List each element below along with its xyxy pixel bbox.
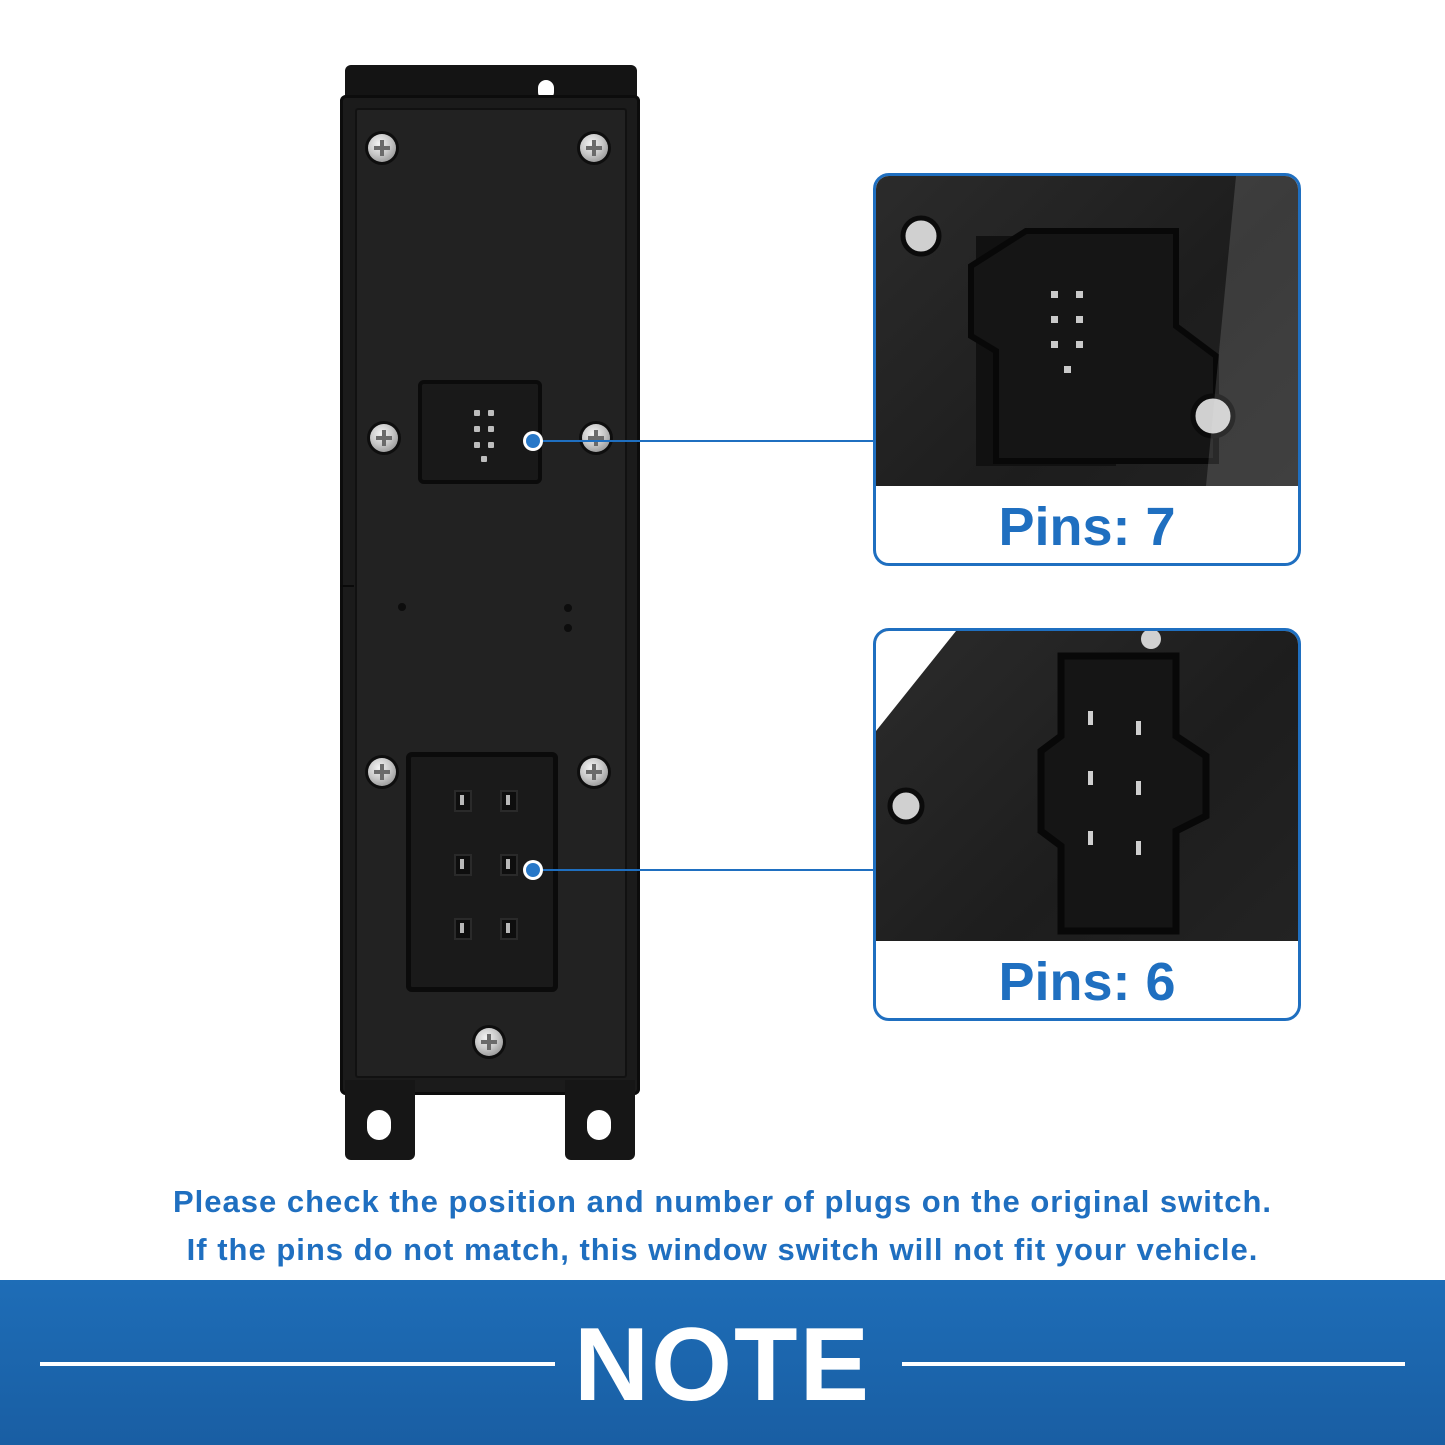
screw-icon bbox=[582, 424, 610, 452]
mount-tab-right bbox=[565, 1080, 635, 1160]
banner-rule-left bbox=[40, 1362, 555, 1366]
connector-pin bbox=[454, 854, 472, 876]
screw-icon bbox=[370, 424, 398, 452]
mount-hole bbox=[367, 1110, 391, 1140]
leader-dot-7 bbox=[526, 434, 540, 448]
banner-rule-right bbox=[902, 1362, 1405, 1366]
connector-pin bbox=[488, 410, 494, 416]
connector-closeup-photo bbox=[876, 631, 1298, 941]
callout-7-pins: Pins: 7 bbox=[873, 173, 1301, 566]
screw-icon bbox=[475, 1028, 503, 1056]
fitment-notice-line-2: If the pins do not match, this window sw… bbox=[186, 1232, 1259, 1267]
indicator-dot bbox=[564, 624, 572, 632]
banner-title: NOTE bbox=[574, 1307, 871, 1423]
connector-pin bbox=[474, 410, 480, 416]
connector-closeup-photo bbox=[876, 176, 1298, 486]
leader-dot-6 bbox=[526, 863, 540, 877]
connector-closeup-7-illustration bbox=[900, 176, 1298, 486]
callout-6-pins: Pins: 6 bbox=[873, 628, 1301, 1021]
connector-closeup-6-illustration bbox=[876, 631, 1210, 935]
connector-pin bbox=[454, 918, 472, 940]
leader-line-7 bbox=[533, 440, 873, 442]
screw-icon bbox=[368, 134, 396, 162]
mount-tab-left bbox=[345, 1080, 415, 1160]
indicator-dot bbox=[564, 604, 572, 612]
note-banner: NOTE bbox=[0, 1280, 1445, 1445]
connector-7-pin bbox=[418, 380, 542, 484]
indicator-dot bbox=[398, 603, 406, 611]
connector-pin bbox=[474, 426, 480, 432]
screw-icon bbox=[580, 758, 608, 786]
connector-pin bbox=[488, 426, 494, 432]
fitment-notice-line-1: Please check the position and number of … bbox=[172, 1184, 1273, 1219]
body-seam bbox=[340, 585, 354, 587]
pin-count-label: Pins: 7 bbox=[998, 497, 1176, 557]
connector-pin bbox=[454, 790, 472, 812]
connector-pin bbox=[481, 456, 487, 462]
pin-count-label: Pins: 6 bbox=[998, 952, 1176, 1012]
connector-pin bbox=[500, 918, 518, 940]
fitment-notice: Please check the position and number of … bbox=[0, 1178, 1445, 1274]
screw-icon bbox=[368, 758, 396, 786]
connector-pin bbox=[500, 854, 518, 876]
mount-hole bbox=[587, 1110, 611, 1140]
leader-line-6 bbox=[533, 869, 873, 871]
connector-pin bbox=[488, 442, 494, 448]
connector-pin bbox=[474, 442, 480, 448]
connector-pin bbox=[500, 790, 518, 812]
screw-icon bbox=[580, 134, 608, 162]
